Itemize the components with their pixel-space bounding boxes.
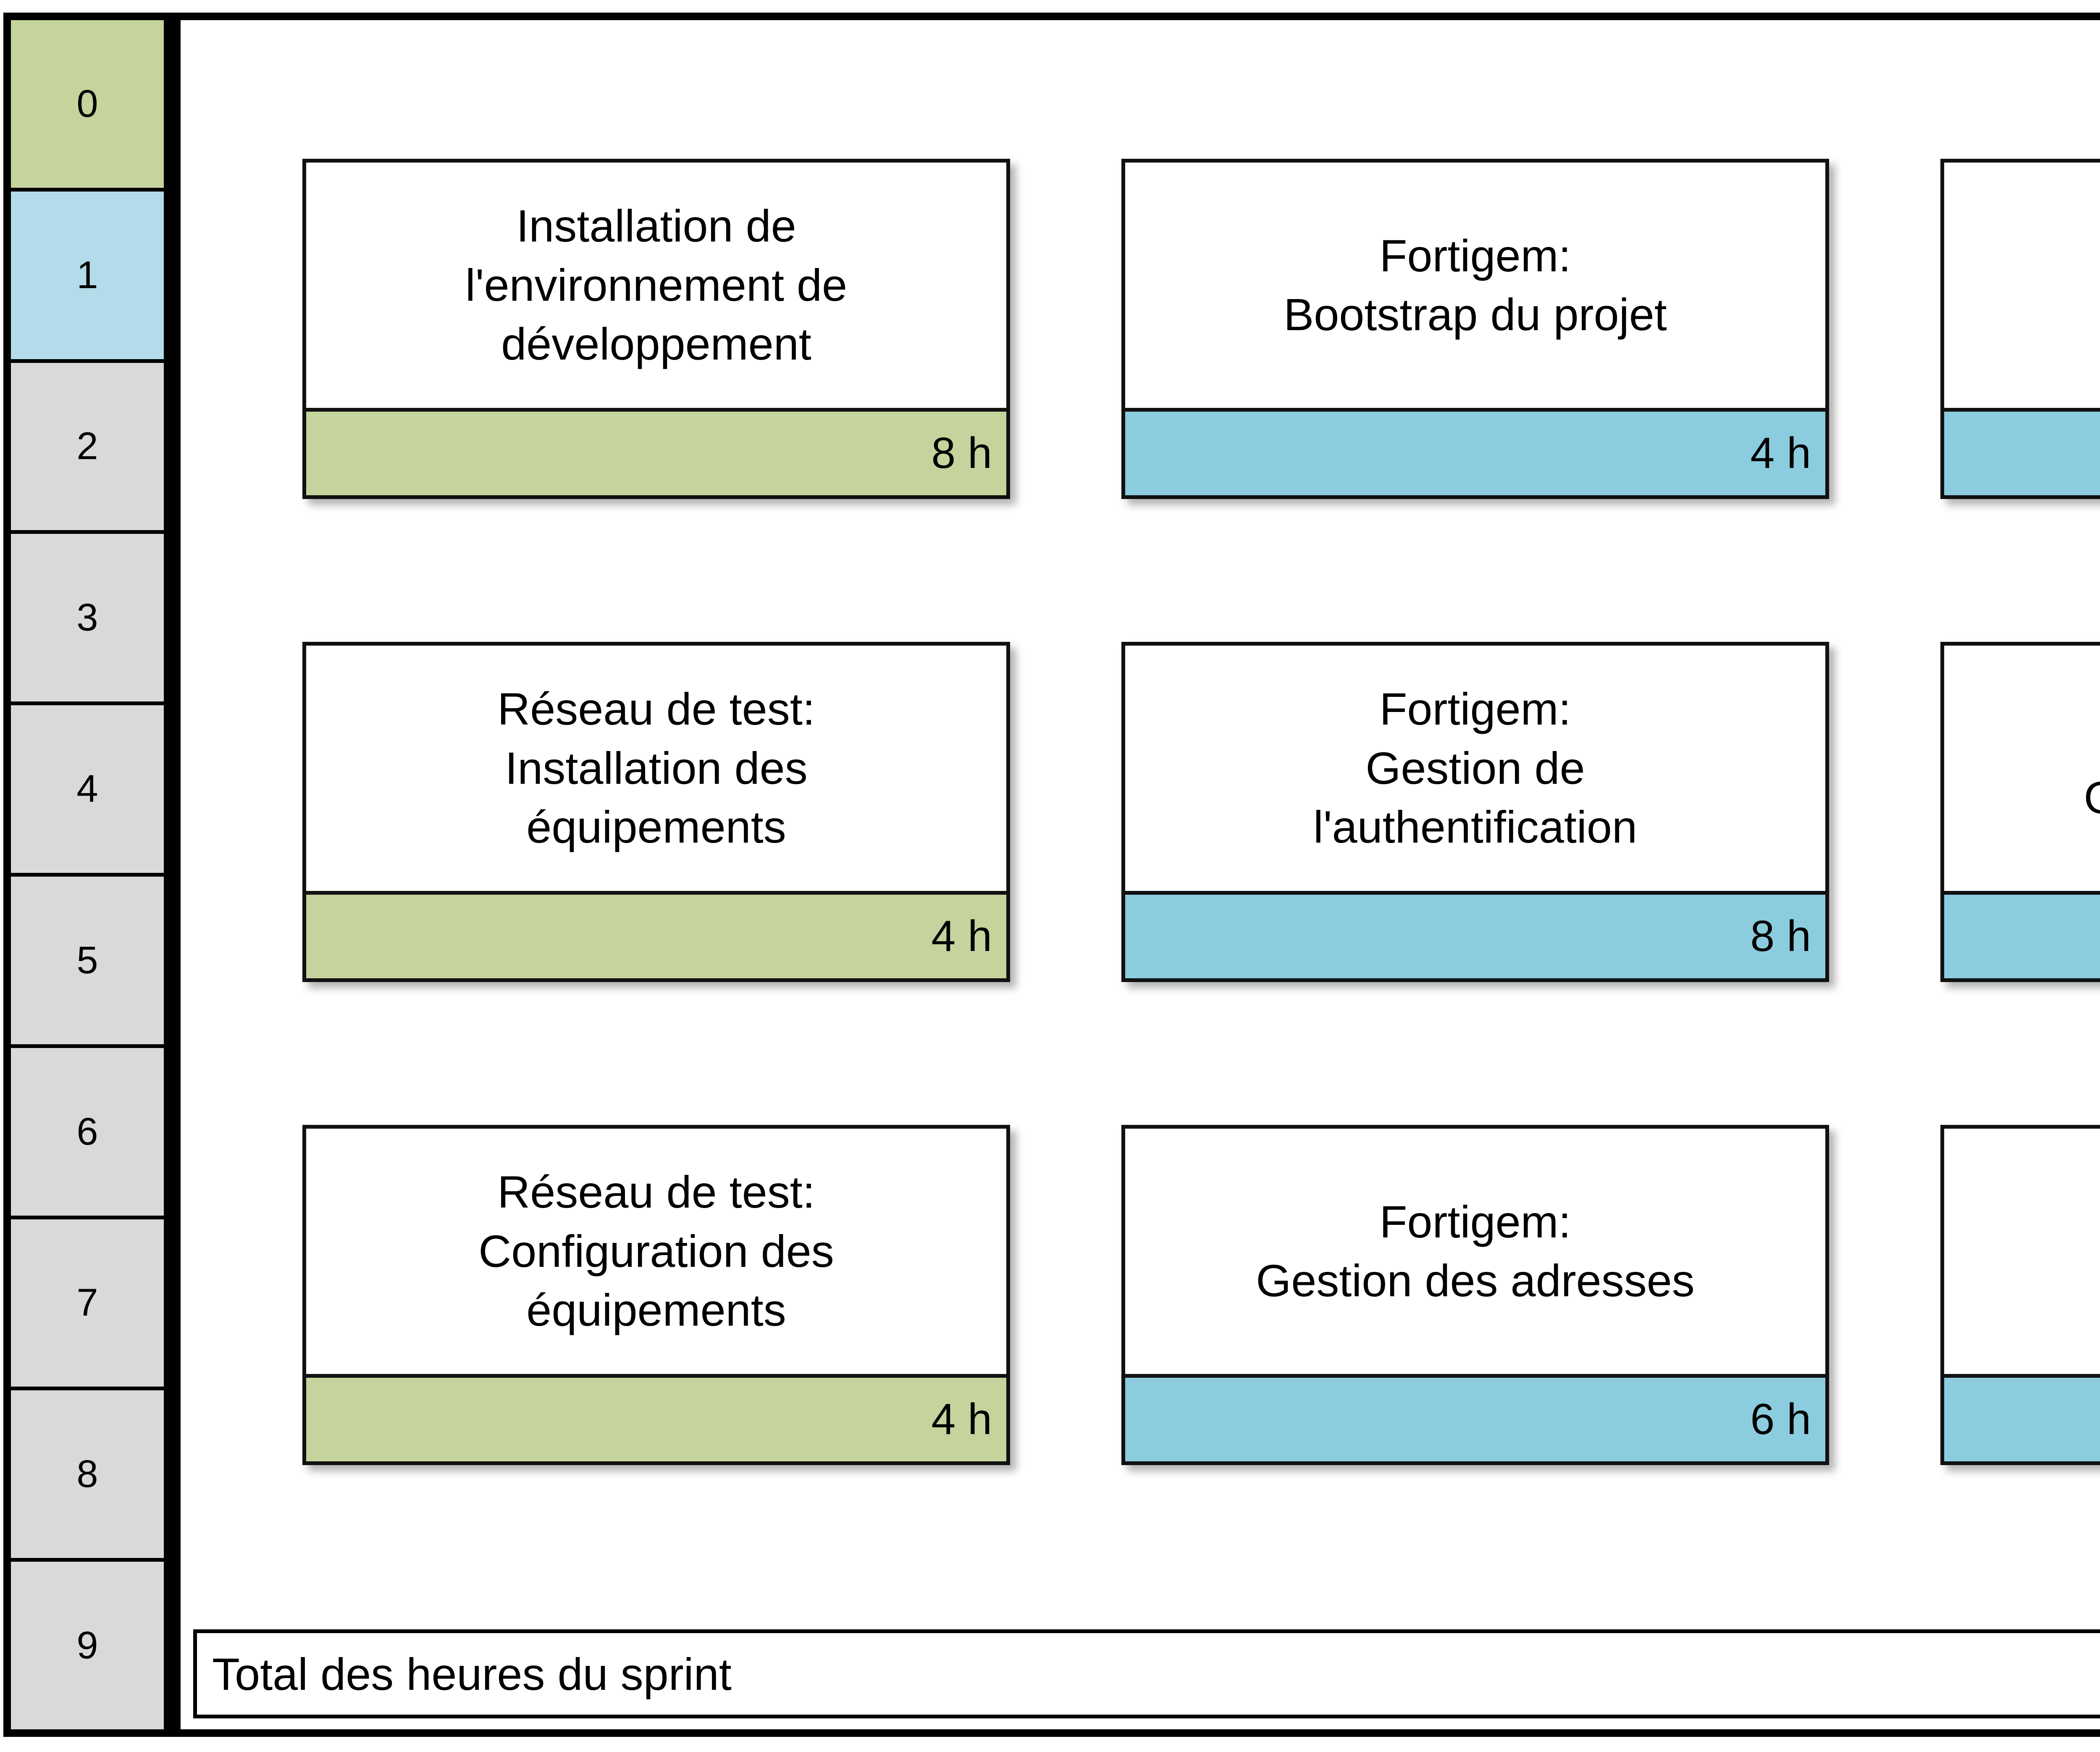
day-cell-label: 4 [76,767,98,811]
task-card-title: Réseau de test: Configuration des équipe… [306,1129,1006,1374]
task-hours-value: 4 h [931,912,992,961]
task-card-title: Fortigem: Gestion de l'authentification [1125,646,1825,891]
task-card-hours: 2 h [1944,408,2100,495]
task-title-line: Gestion de [1365,742,1585,793]
task-card-row: Installation de l'environnement de dével… [302,159,2100,499]
day-cell-1[interactable]: 1 [11,191,164,363]
task-card-hours: 4 h [306,1374,1006,1461]
day-cell-2[interactable]: 2 [11,362,164,534]
task-card-title: Backend: Bootstrap du projet [1944,1129,2100,1374]
task-title-line: Bootstrap du projet [1284,289,1667,340]
task-hours-value: 6 h [1750,1395,1811,1444]
task-card-row: Réseau de test: Configuration des équipe… [302,1125,2100,1465]
task-title-line: Fortigem: [1379,1196,1571,1247]
task-card-title: Réseau de test: Installation des équipem… [306,646,1006,891]
task-card-hours: 8 h [1944,1374,2100,1461]
task-card-hours: 2 h [1944,891,2100,978]
task-hours-value: 8 h [931,429,992,478]
task-card-hours: 6 h [1125,1374,1825,1461]
task-title-line: l'authentification [1313,801,1638,853]
task-title-line: Réseau de test: [497,683,815,735]
day-cell-5[interactable]: 5 [11,876,164,1048]
day-cell-label: 7 [76,1281,98,1324]
task-title-line: Fortigem: [1379,683,1571,735]
task-card-hours: 4 h [1125,408,1825,495]
day-index-column: 0 1 2 3 4 5 6 7 8 9 [3,13,173,1737]
task-title-line: équipements [526,1284,786,1336]
task-card[interactable]: Réseau de test: Configuration des équipe… [302,1125,1010,1465]
task-card-hours: 4 h [306,891,1006,978]
sprint-total-bar: Total des heures du sprint 46 [193,1629,2100,1718]
day-cell-label: 2 [76,425,98,468]
task-card-title: Fortigem: Gestion des services [1944,646,2100,891]
sprint-total-label: Total des heures du sprint [212,1648,732,1699]
task-card-title: Fortigem: Bootstrap du projet [1125,163,1825,408]
day-cell-4[interactable]: 4 [11,705,164,877]
day-cell-label: 9 [76,1624,98,1667]
day-cell-0[interactable]: 0 [11,20,164,192]
task-card[interactable]: Fortigem: Gestion de l'authentification … [1121,642,1829,982]
task-title-line: Fortigem: [1379,230,1571,281]
task-title-line: Réseau de test: [497,1166,815,1218]
day-cell-label: 0 [76,82,98,125]
task-title-line: Configuration des [478,1225,834,1277]
task-card[interactable]: Fortigem: Gestion des règles 2 h [1940,159,2100,499]
day-cell-label: 1 [76,253,98,297]
task-card-hours: 8 h [306,408,1006,495]
task-card-row: Réseau de test: Installation des équipem… [302,642,2100,982]
task-card[interactable]: Fortigem: Bootstrap du projet 4 h [1121,159,1829,499]
task-card-title: Fortigem: Gestion des règles [1944,163,2100,408]
task-title-line: Gestion des adresses [1256,1255,1695,1306]
task-card-title: Installation de l'environnement de dével… [306,163,1006,408]
task-card-hours: 8 h [1125,891,1825,978]
task-card-title: Fortigem: Gestion des adresses [1125,1129,1825,1374]
task-card[interactable]: Backend: Bootstrap du projet 8 h [1940,1125,2100,1465]
task-title-line: l'environnement de [465,259,848,310]
sprint-backlog-panel: Installation de l'environnement de dével… [173,13,2100,1737]
day-cell-label: 6 [76,1110,98,1153]
task-title-line: équipements [526,801,786,853]
day-cell-8[interactable]: 8 [11,1390,164,1562]
day-cell-label: 3 [76,596,98,639]
task-card[interactable]: Fortigem: Gestion des adresses 6 h [1121,1125,1829,1465]
task-title-line: développement [501,318,811,370]
task-title-line: Gestion des services [2084,768,2100,827]
day-cell-label: 8 [76,1453,98,1496]
day-cell-3[interactable]: 3 [11,534,164,706]
day-cell-9[interactable]: 9 [11,1562,164,1729]
task-title-line: Installation de [516,200,796,252]
task-card[interactable]: Installation de l'environnement de dével… [302,159,1010,499]
day-cell-7[interactable]: 7 [11,1219,164,1391]
task-card[interactable]: Fortigem: Gestion des services 2 h [1940,642,2100,982]
task-hours-value: 4 h [1750,429,1811,478]
task-title-line: Installation des [505,742,808,793]
day-cell-label: 5 [76,938,98,982]
task-hours-value: 4 h [931,1395,992,1444]
task-hours-value: 8 h [1750,912,1811,961]
task-card-grid: Installation de l'environnement de dével… [302,159,2100,1465]
task-card[interactable]: Réseau de test: Installation des équipem… [302,642,1010,982]
day-cell-6[interactable]: 6 [11,1048,164,1219]
